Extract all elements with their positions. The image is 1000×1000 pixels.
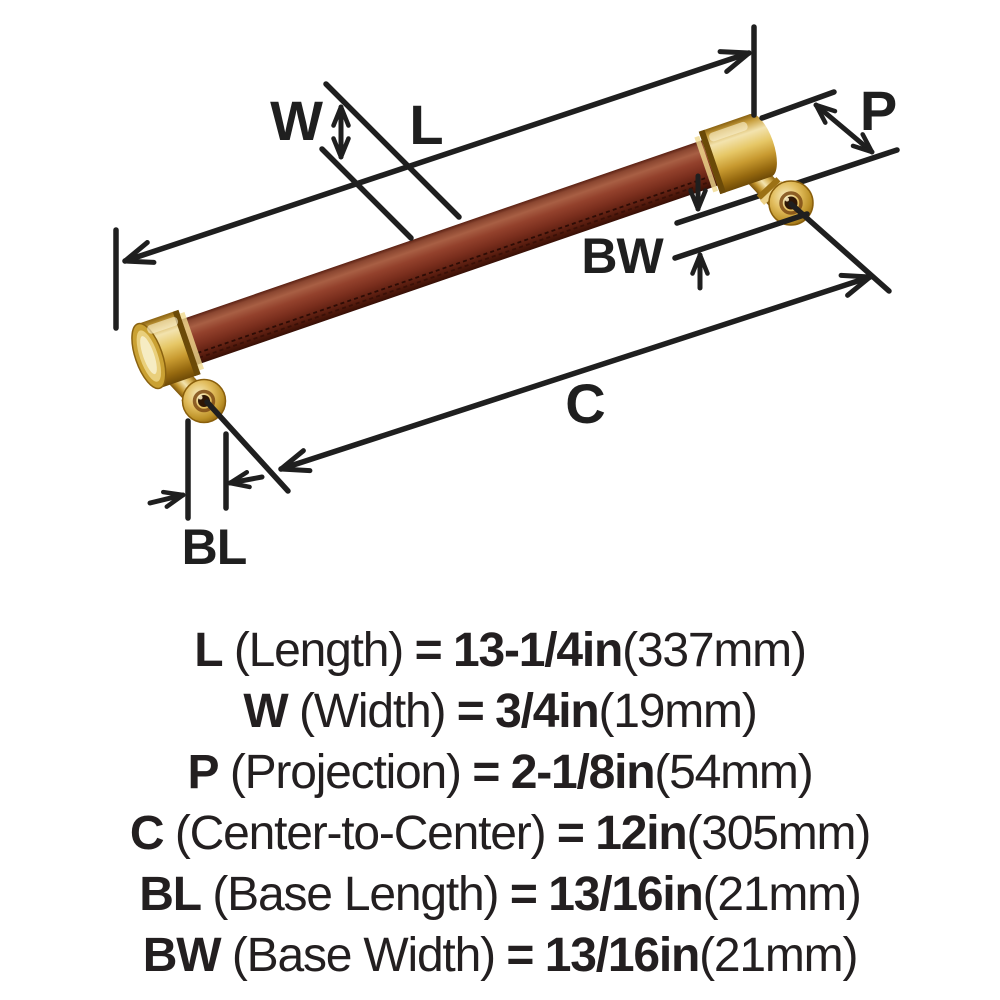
spec-value: 2-1/8in xyxy=(510,746,656,799)
center-dimension-line xyxy=(278,272,873,474)
spec-metric: (21mm) xyxy=(702,868,862,921)
equals-sign: = xyxy=(509,868,538,921)
spec-row-width: W(Width)=3/4in(19mm) xyxy=(0,681,1000,742)
spec-abbr: C xyxy=(129,807,165,860)
dim-projection: P xyxy=(759,79,897,155)
dimension-diagram: L W P BW C BL xyxy=(113,24,900,575)
spec-metric: (54mm) xyxy=(654,746,813,799)
equals-sign: = xyxy=(456,685,485,738)
left-end-cap xyxy=(131,309,204,390)
spec-value: 3/4in xyxy=(495,685,600,738)
dim-length: L xyxy=(113,24,757,331)
spec-abbr: BL xyxy=(139,868,202,921)
spec-metric: (19mm) xyxy=(598,685,758,738)
label-length: L xyxy=(409,93,442,156)
base-length-left-arrow xyxy=(147,489,186,509)
label-base-length: BL xyxy=(182,519,247,575)
spec-desc: (Center-to-Center) xyxy=(174,807,547,860)
spec-value: 12in xyxy=(595,807,687,860)
projection-top-reference-line xyxy=(759,89,837,121)
spec-list: L(Length)=13-1/4in(337mm) W(Width)=3/4in… xyxy=(0,620,1000,986)
spec-desc: (Width) xyxy=(298,685,446,738)
width-tick-bottom xyxy=(319,146,414,241)
label-center-to-center: C xyxy=(565,372,604,435)
dim-center-to-center: C xyxy=(204,201,892,494)
spec-abbr: P xyxy=(187,746,219,799)
spec-desc: (Length) xyxy=(233,624,404,677)
spec-row-center-to-center: C(Center-to-Center)=12in(305mm) xyxy=(0,803,1000,864)
handle xyxy=(131,113,814,424)
equals-sign: = xyxy=(472,746,500,799)
equals-sign: = xyxy=(556,807,585,860)
dim-base-length: BL xyxy=(147,418,265,575)
spec-row-base-width: BW(Base Width)=13/16in(21mm) xyxy=(0,925,1000,986)
base-width-bottom-line xyxy=(672,211,810,261)
spec-abbr: BW xyxy=(142,929,222,982)
spec-abbr: L xyxy=(194,624,223,677)
spec-value: 13/16in xyxy=(548,868,704,921)
spec-row-projection: P(Projection)=2-1/8in(54mm) xyxy=(0,742,1000,803)
equals-sign: = xyxy=(414,624,443,677)
spec-metric: (21mm) xyxy=(699,929,858,982)
spec-desc: (Base Width) xyxy=(231,929,496,982)
spec-metric: (305mm) xyxy=(686,807,872,860)
spec-value: 13-1/4in xyxy=(452,624,623,677)
spec-row-length: L(Length)=13-1/4in(337mm) xyxy=(0,620,1000,681)
label-projection: P xyxy=(860,79,896,142)
dim-width: W xyxy=(270,81,462,241)
spec-desc: (Projection) xyxy=(229,746,462,799)
equals-sign: = xyxy=(506,929,534,982)
spec-row-base-length: BL(Base Length)=13/16in(21mm) xyxy=(0,864,1000,925)
center-left-leader xyxy=(204,399,291,494)
spec-abbr: W xyxy=(243,685,288,738)
center-right-leader xyxy=(788,201,892,294)
projection-arrow xyxy=(813,102,875,155)
label-base-width: BW xyxy=(581,228,664,284)
label-width: W xyxy=(270,89,323,152)
spec-value: 13/16in xyxy=(544,929,701,982)
base-length-right-arrow xyxy=(227,469,265,490)
length-dimension-line xyxy=(122,49,752,265)
spec-desc: (Base Length) xyxy=(212,868,499,921)
spec-metric: (337mm) xyxy=(622,624,807,677)
